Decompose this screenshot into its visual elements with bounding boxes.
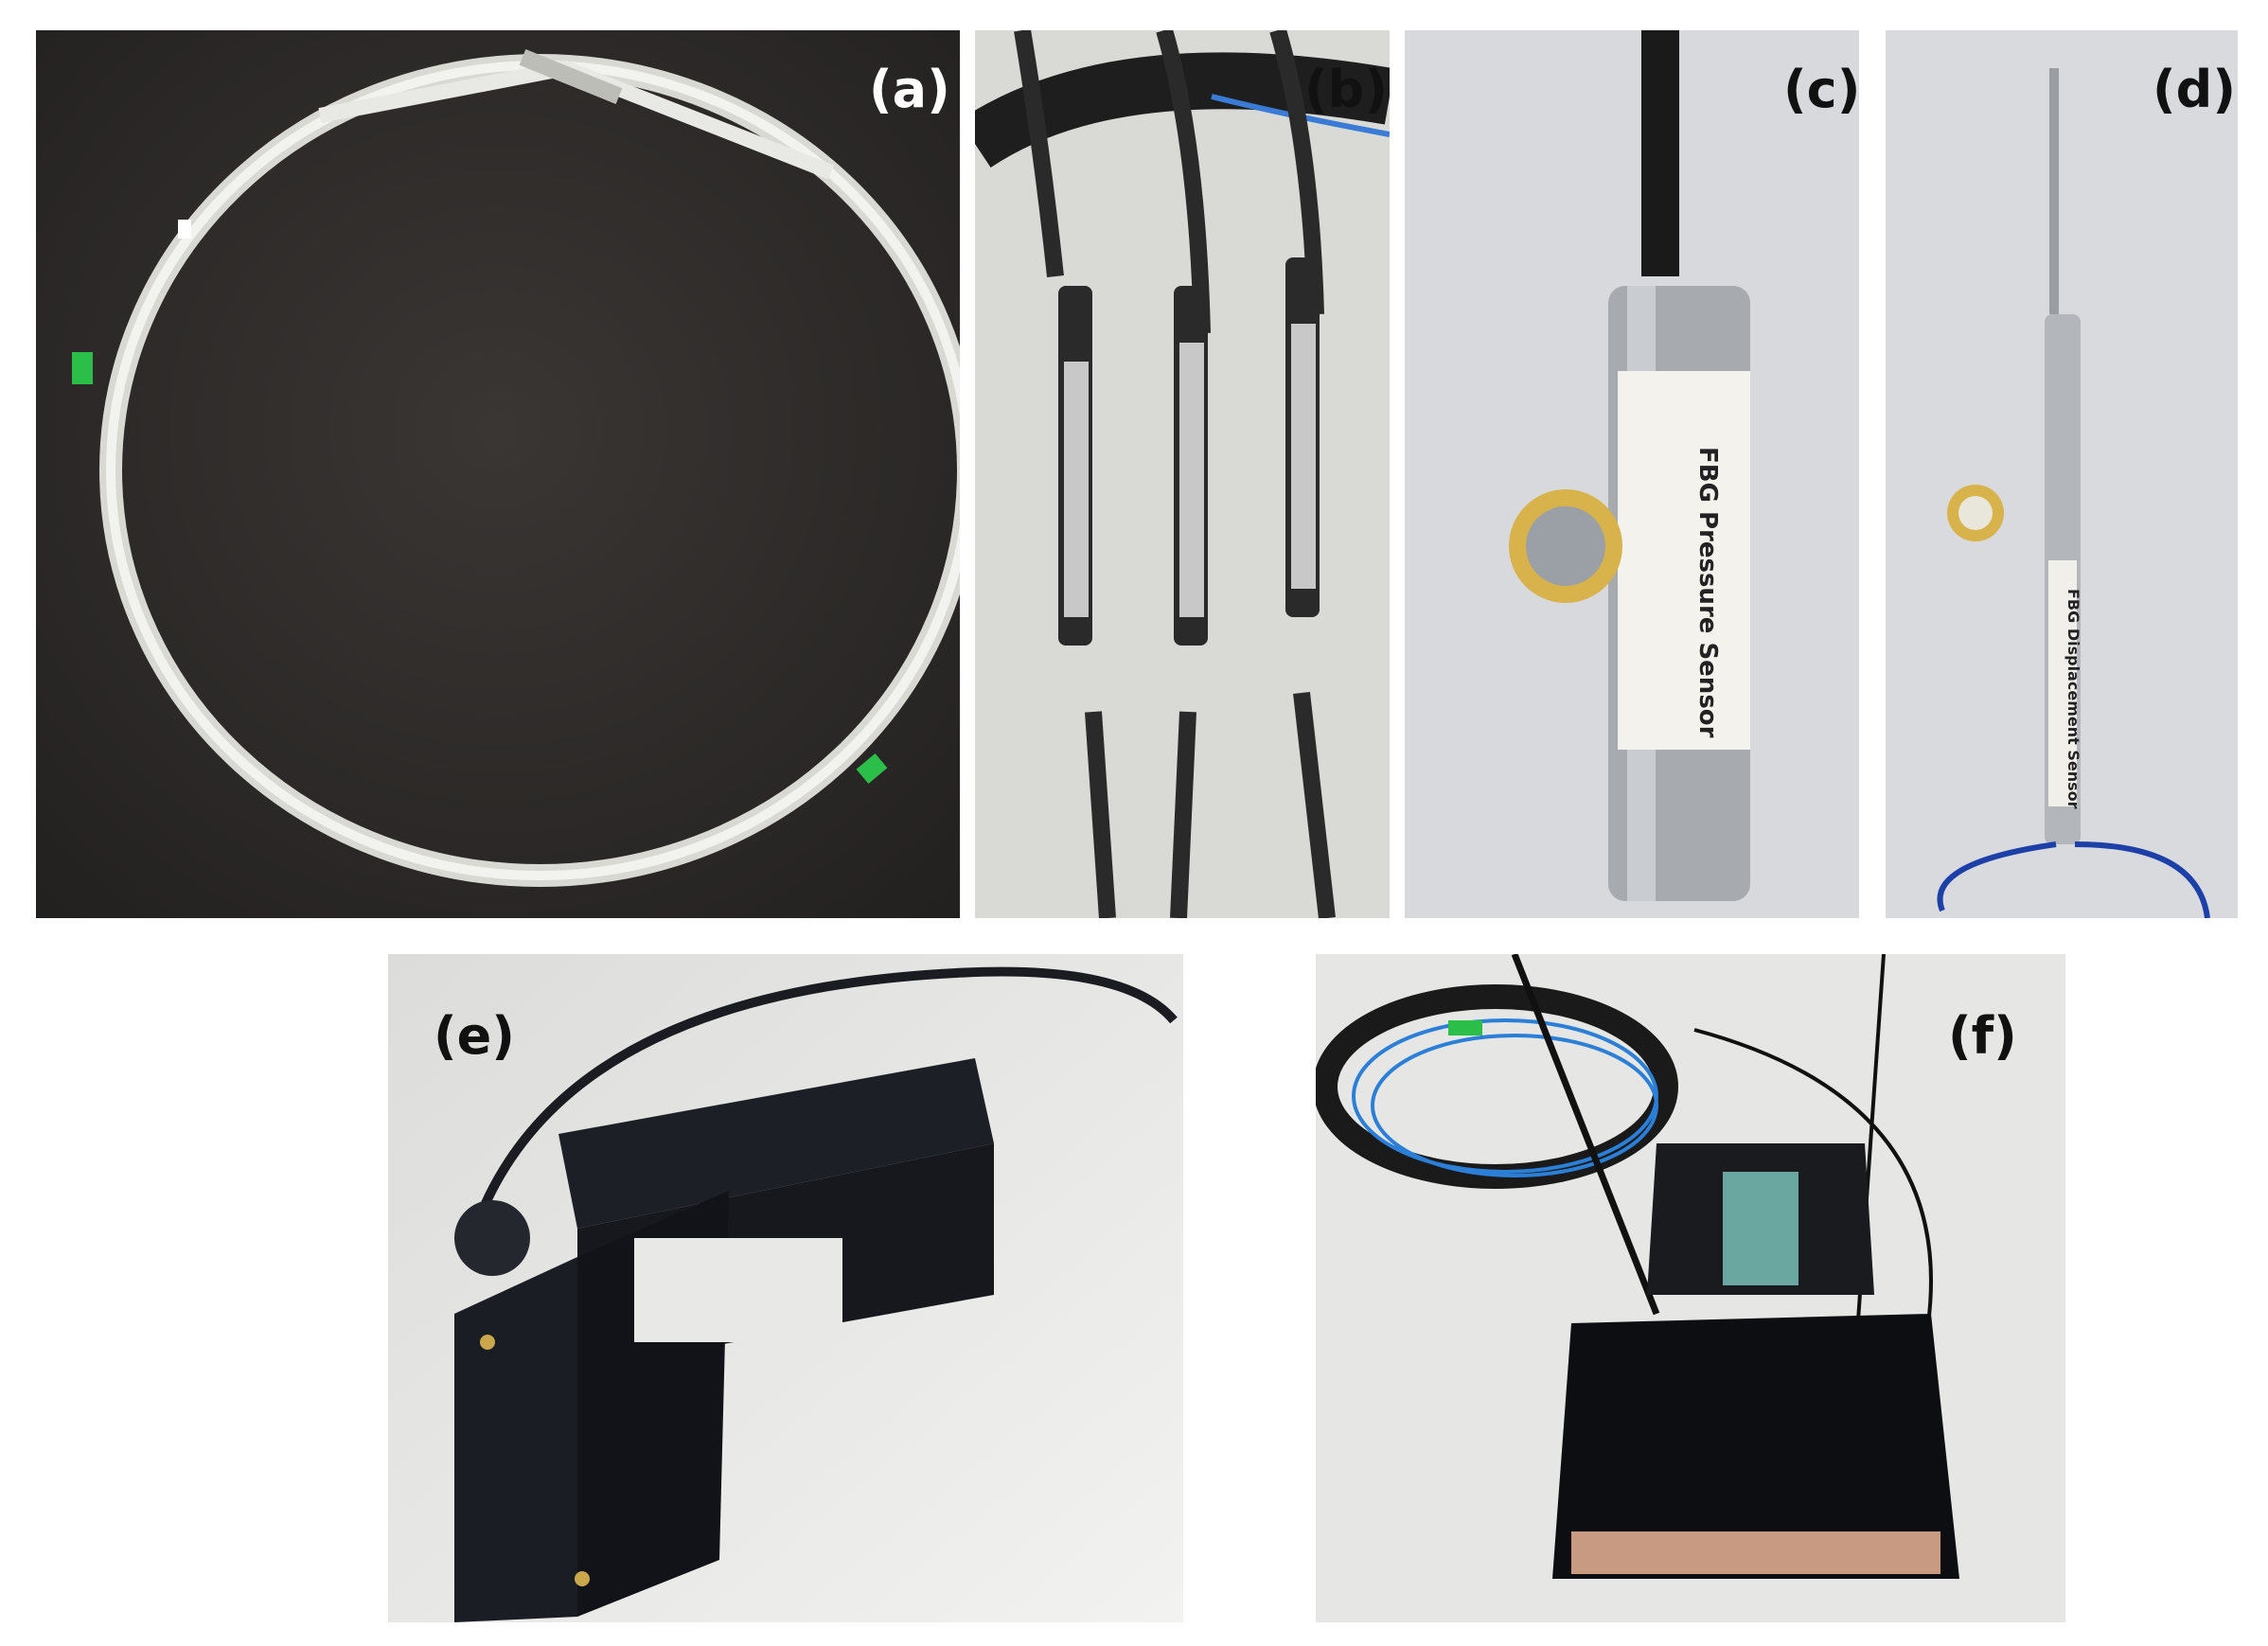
panel-b-label: (b)	[1304, 60, 1389, 119]
panel-a-label: (a)	[869, 60, 950, 119]
panel-d-label: (d)	[2153, 60, 2237, 119]
panel-d: (d) FBG Displacement Sensor	[1886, 30, 2238, 918]
pressure-sensor-text: FBG Pressure Sensor	[1693, 447, 1722, 738]
green-connector-icon	[1448, 1020, 1482, 1035]
panel-c-photo	[1405, 30, 1859, 918]
panel-a: (a)	[36, 30, 960, 918]
panel-f-photo	[1316, 954, 2065, 1622]
displacement-sensor-text: FBG Displacement Sensor	[2064, 589, 2082, 809]
panel-c: (c) FBG Pressure Sensor	[1405, 30, 1859, 918]
panel-e-photo	[388, 954, 1183, 1622]
panel-d-photo	[1886, 30, 2238, 918]
panel-e-label: (e)	[434, 1006, 515, 1066]
cable-grommet-icon	[454, 1200, 530, 1276]
panel-f: (f)	[1316, 954, 2065, 1622]
panel-a-photo	[36, 30, 960, 918]
panel-f-label: (f)	[1948, 1006, 2017, 1066]
panel-b-photo	[975, 30, 1390, 918]
panel-c-label: (c)	[1783, 60, 1859, 119]
panel-b: (b)	[975, 30, 1390, 918]
panel-e: (e)	[388, 954, 1183, 1622]
green-connector-icon	[72, 352, 93, 384]
